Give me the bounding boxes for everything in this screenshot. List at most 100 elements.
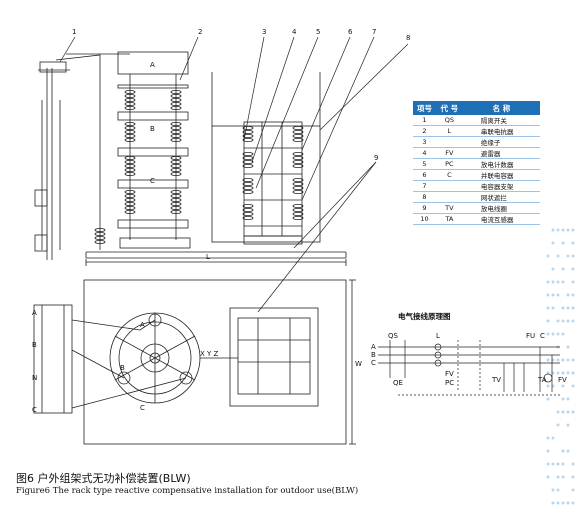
decorative-dot xyxy=(557,489,560,492)
legend-cell xyxy=(436,181,463,192)
decorative-dot xyxy=(562,411,565,414)
decorative-dot xyxy=(557,255,560,258)
callout-numbers: 1 2 3 4 5 6 7 8 9 xyxy=(72,28,410,162)
callout-9: 9 xyxy=(374,154,378,162)
legend-cell xyxy=(436,192,463,203)
insulator-disc xyxy=(243,216,253,219)
legend-cell: L xyxy=(436,126,463,137)
decorative-dot xyxy=(552,229,555,232)
figure-caption-zh: 图6 户外组架式无功补偿装置(BLW) xyxy=(16,470,191,486)
legend-cell: 8 xyxy=(413,192,436,203)
legend-cell: 4 xyxy=(413,148,436,159)
decorative-dot xyxy=(562,476,565,479)
insulator-disc xyxy=(243,204,253,207)
callout-2: 2 xyxy=(198,28,202,36)
insulator-disc xyxy=(243,156,253,159)
table-row: 10TA电流互感器 xyxy=(413,214,540,225)
legend-cell: TA xyxy=(436,214,463,225)
decorative-dot xyxy=(552,268,555,271)
decorative-dot xyxy=(572,489,575,492)
elevation-label-b: B xyxy=(150,125,155,133)
legend-header-item: 项号 xyxy=(413,101,436,115)
decorative-dot xyxy=(562,385,565,388)
decorative-dot xyxy=(547,307,550,310)
decorative-dot xyxy=(572,385,575,388)
decorative-dot xyxy=(547,463,550,466)
wiring-phase-c: C xyxy=(371,359,376,367)
decorative-dot xyxy=(562,450,565,453)
wiring-fv2: FV xyxy=(558,376,567,384)
elevation-label-a: A xyxy=(150,61,155,69)
legend-cell: 放电计数器 xyxy=(463,159,540,170)
decorative-dot xyxy=(572,372,575,375)
decorative-dot xyxy=(567,398,570,401)
decorative-dot xyxy=(572,242,575,245)
decorative-dot xyxy=(572,359,575,362)
insulator-disc xyxy=(293,212,303,215)
decorative-dot xyxy=(552,307,555,310)
table-row: 8 网状遮拦 xyxy=(413,192,540,203)
decorative-dot xyxy=(547,359,550,362)
decorative-dot xyxy=(552,463,555,466)
plan-label-c: C xyxy=(32,406,37,414)
insulator-disc xyxy=(243,208,253,211)
decorative-dot xyxy=(547,476,550,479)
wiring-l: L xyxy=(436,332,440,340)
decorative-dot xyxy=(562,463,565,466)
legend-cell: 隔离开关 xyxy=(463,115,540,126)
decorative-dot xyxy=(557,502,560,505)
table-row: 6C并联电容器 xyxy=(413,170,540,181)
wiring-title: 电气接线原理图 xyxy=(398,311,451,321)
wiring-fv: FV xyxy=(445,370,454,378)
insulator-disc xyxy=(243,164,253,167)
table-row: 1QS隔离开关 xyxy=(413,115,540,126)
insulator-disc xyxy=(293,204,303,207)
table-row: 2L串联电抗器 xyxy=(413,126,540,137)
decorative-dot xyxy=(552,437,555,440)
decorative-dot xyxy=(547,450,550,453)
table-row: 7电容器支架 xyxy=(413,181,540,192)
legend-cell: 电流互感器 xyxy=(463,214,540,225)
plan-label-b: B xyxy=(32,341,37,349)
legend-cell: 1 xyxy=(413,115,436,126)
insulator-disc xyxy=(243,178,253,181)
insulator-disc xyxy=(293,138,303,141)
decorative-dot xyxy=(572,307,575,310)
table-row: 4FV避雷器 xyxy=(413,148,540,159)
decorative-dot xyxy=(562,307,565,310)
legend-header: 项号 代 号 名 称 xyxy=(413,101,540,115)
legend-cell: 绝缘子 xyxy=(463,137,540,148)
decorative-dot xyxy=(562,229,565,232)
decorative-dot xyxy=(562,359,565,362)
decorative-dot xyxy=(567,411,570,414)
wiring-ta: TA xyxy=(537,376,547,384)
legend-cell xyxy=(436,137,463,148)
decorative-dot xyxy=(572,294,575,297)
callout-7: 7 xyxy=(372,28,376,36)
decorative-dot xyxy=(572,281,575,284)
decorative-dot xyxy=(567,359,570,362)
legend-cell: FV xyxy=(436,148,463,159)
legend-cell: 放电线圈 xyxy=(463,203,540,214)
legend-cell: 7 xyxy=(413,181,436,192)
insulator-disc xyxy=(243,160,253,163)
decorative-dot xyxy=(567,502,570,505)
table-row: 3绝缘子 xyxy=(413,137,540,148)
dimension-w: W xyxy=(355,360,362,368)
wiring-phase-b: B xyxy=(371,351,376,359)
legend-cell: 网状遮拦 xyxy=(463,192,540,203)
wiring-labels: 电气接线原理图 A B C QS QE L FV PC TV FU C TA F… xyxy=(371,311,567,387)
insulator-disc xyxy=(243,186,253,189)
legend-cell: 6 xyxy=(413,170,436,181)
insulator-disc xyxy=(293,216,303,219)
insulator-disc xyxy=(293,160,303,163)
decorative-dot xyxy=(547,294,550,297)
legend-cell: 串联电抗器 xyxy=(463,126,540,137)
wiring-diagram xyxy=(378,340,560,395)
decorative-dot xyxy=(572,320,575,323)
decorative-dot xyxy=(562,242,565,245)
decorative-dot xyxy=(562,333,565,336)
legend-cell: 10 xyxy=(413,214,436,225)
plan-phase-b: B xyxy=(120,364,125,372)
insulator-disc xyxy=(293,178,303,181)
